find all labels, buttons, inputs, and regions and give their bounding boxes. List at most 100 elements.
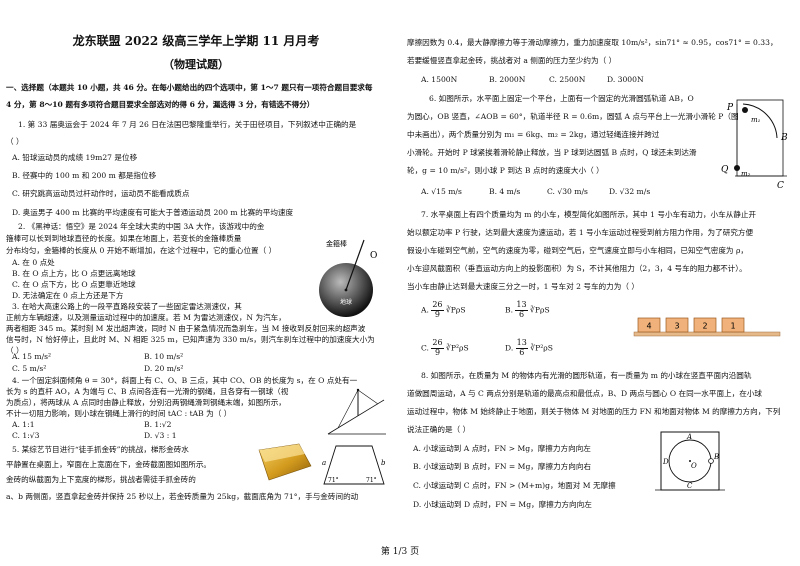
q8-option-d: D. 小球运动到 D 点时，FN = Mg，摩擦力方向向左: [413, 500, 592, 509]
q4-line-3: 为质点），将两球从 A 点同时由静止释放，分别沿两钢绳滑到钢绳末端，如图所示，: [6, 398, 286, 407]
q2-figure: 金箍棒 O 地球: [319, 239, 377, 317]
q5-cont-line-2: 若要缓慢竖直拿起金砖，挑战者对 a 侧面的压力至少约为（ ）: [407, 56, 617, 65]
car-4: [637, 317, 661, 333]
q8-fig-o: O: [691, 462, 697, 470]
q6-option-c: C. √30 m/s: [547, 187, 588, 196]
q4-figure: [327, 388, 386, 435]
q8-fig-a: A: [686, 433, 692, 441]
q5-option-b: B. 2000N: [489, 75, 526, 84]
page-subtitle: （物理试题）: [163, 58, 229, 71]
q3-line-3: 两者相距 345 m。某时刻 M 发出超声波，同时 N 由于紧急情况而急刹车，当…: [6, 324, 366, 333]
car-label-3: 3: [674, 322, 679, 331]
q5-line-3: 金砖的纵截面为上下宽度的梯形，挑战者需徒手抓金砖的: [6, 475, 196, 484]
q8-fig-c: C: [687, 482, 693, 490]
q2-option-c: C. 在 O 点下方，比 O 点更靠近地球: [12, 280, 136, 289]
q2-option-d: D. 无法确定在 0 点上方还是下方: [12, 291, 124, 300]
q8-fig-d: D: [662, 458, 669, 466]
q8-line-4: 说法正确的是（ ）: [407, 425, 471, 434]
q4-line-4: 不计一切阻力影响，则小球在钢绳上滑行的时间 tAC : tAB 为（ ）: [6, 409, 232, 418]
q5-option-d: D. 3000N: [607, 75, 644, 84]
q5-fig-angle-left: 71°: [328, 477, 339, 484]
q6-line-2: 为圆心，OB 竖直，∠AOB = 60°，轨道半径 R = 0.6m，圆弧 A …: [407, 112, 739, 121]
q6-fig-m2: m₂: [741, 170, 751, 178]
incline-line: [327, 399, 385, 435]
car-1: [721, 317, 745, 333]
trapezoid-figure: a b 71° 71°: [322, 445, 386, 485]
trapezoid-shape: [323, 445, 385, 485]
q6-fig-c: C: [777, 181, 784, 191]
ball-p: [742, 107, 748, 113]
arc-track: [742, 103, 778, 139]
q6-option-a: A. √15 m/s: [421, 187, 462, 196]
q5-cont-line-1: 摩擦因数为 0.4，最大静摩擦力等于滑动摩擦力，重力加速度取 10m/s²，si…: [407, 38, 778, 47]
q7-line-3: 假设小车碰到空气前，空气的速度为零，碰到空气后，空气速度立即与小车相同，已知空气…: [407, 246, 748, 255]
q5-fig-a: a: [322, 459, 326, 467]
q8-figure: A B C D O: [655, 431, 725, 491]
q7-line-2: 始以额定功率 P 行驶，达到最大速度为速运动，若 1 号小车运动过程受到前方阻力…: [407, 228, 754, 237]
page-title: 龙东联盟 2022 级高三学年上学期 11 月月考: [72, 34, 320, 48]
ball-q: [734, 165, 740, 171]
q8-line-2: 道做圆周运动，A 与 C 两点分别是轨道的最高点和最低点，B、D 两点与圆心 O…: [407, 389, 763, 398]
page-number: 第 1/3 页: [380, 547, 420, 557]
ball: [708, 458, 714, 464]
car-label-1: 1: [730, 322, 735, 331]
q5-fig-b: b: [381, 459, 386, 467]
q6-option-b: B. 4 m/s: [489, 187, 521, 196]
q8-option-a: A. 小球运动到 A 点时，FN > Mg，摩擦力方向向左: [413, 444, 591, 453]
q2-line-2: 箍棒可以长到到地球直径的长度。如果在地面上，若变长的金箍棒质量: [6, 234, 242, 243]
q2-fig-earth: 地球: [340, 298, 352, 306]
q6-figure: P m₁ B Q m₂ C: [721, 99, 788, 191]
q1-option-a: A. 铅球运动员的成绩 19m27 是位移: [12, 153, 138, 162]
q3-line-2: 正前方车辆超速，以及测量运动过程中的加速度。若 M 为雷达测速仪，N 为汽车，: [6, 313, 286, 322]
q6-line-3: 中未画出），两个质量分别为 m₁ = 6kg、m₂ = 2kg，通过轻绳连接并跨…: [407, 130, 660, 139]
q5-line-2: 平静置在桌面上，窄面在上宽面在下，金砖截面图如图所示。: [6, 460, 212, 469]
q1-option-c: C. 研究跳高运动员过杆动作时，运动员不能看成质点: [12, 189, 190, 198]
q6-fig-q: Q: [721, 165, 729, 175]
q2-line-3: 分布均匀，金箍棒的长度从 0 开始不断增加，在这个过程中，它的重心位置（ ）: [6, 246, 277, 255]
q5-line-4: a、b 两侧面，竖直拿起金砖并保持 25 秒以上，若金砖质量为 25kg，截面底…: [6, 492, 359, 501]
q6-fig-b: B: [780, 133, 788, 143]
section-heading: 一、选择题（本题共 10 小题，共 46 分。在每小题给出的四个选项中，第 1～…: [6, 83, 373, 92]
q4-line-2: 长为 s 的直杆 AO，A 为端与 C、B 点间各连有一光滑的钢绳，且各穿有一钢…: [6, 387, 289, 396]
q2-option-b: B. 在 O 点上方，比 O 点更远离地球: [12, 269, 136, 278]
q6-fig-m1: m₁: [751, 116, 761, 124]
q8-line-1: 8. 如图所示，在质量为 M 的物体内有光滑的圆形轨道，有一质量为 m 的小球在…: [421, 371, 752, 380]
q6-fig-p: P: [726, 103, 734, 113]
q6-line-1: 6. 如图所示，水平面上固定一个平台，上面有一个固定的光滑圆弧轨道 AB，O: [429, 94, 694, 103]
q3-option-a: A. 15 m/s²: [12, 352, 52, 361]
q8-fig-b: B: [713, 453, 719, 461]
q2-fig-o: O: [370, 251, 377, 261]
car-2: [693, 317, 717, 333]
q1-option-d: D. 奥运男子 400 m 比赛的平均速度有可能大于普通运动员 200 m 比赛…: [12, 208, 294, 217]
q4-option-b: B. 1:√2: [144, 420, 172, 429]
q7-line-1: 7. 水平桌面上有四个质量均为 m 的小车，模型简化如图所示，其中 1 号小车有…: [421, 210, 757, 219]
q6-line-4: 小滑轮。开始时 P 球紧挨着滑轮静止释放，当 P 球到达圆弧 B 点时，Q 球还…: [407, 148, 697, 157]
q4-option-a: A. 1:1: [12, 420, 35, 429]
section-heading-2: 4 分，第 8～10 题有多项符合题目要求全部选对的得 6 分，漏选得 3 分，…: [6, 100, 315, 109]
golden-rod-line: [345, 239, 365, 291]
q7-line-5: 当小车由静止达到最大速度三分之一时，1 号车对 2 号车的力为（ ）: [407, 282, 639, 291]
gold-brick-figure: [258, 443, 312, 481]
q3-line-5: （ ）: [6, 346, 24, 355]
q7-line-4: 小车迎风截面积（垂直运动方向上的投影面积）为 S，不计其他阻力（2，3，4 号车…: [407, 264, 747, 273]
q3-option-d: D. 20 m/s²: [144, 364, 184, 373]
q4-line-1: 4. 一个固定斜面倾角 θ = 30°，斜面上有 C、O、B 三点，其中 CO、…: [12, 376, 358, 385]
q8-option-b: B. 小球运动到 B 点时，FN = Mg，摩擦力方向向右: [413, 462, 592, 471]
q6-line-5: 轮，g = 10 m/s²，则小球 P 到达 B 点时的速度大小（ ）: [407, 166, 604, 175]
q3-line-4: 信号时，N 恰好停止，且此时 M、N 相距 325 m，已知声速为 330 m/…: [6, 335, 375, 344]
q4-option-c: C. 1:√3: [12, 431, 40, 440]
q8-option-c: C. 小球运动到 C 点时，FN > (M+m)g，地面对 M 无摩擦: [413, 481, 616, 490]
q5-option-a: A. 1500N: [421, 75, 458, 84]
q5-option-c: C. 2500N: [549, 75, 586, 84]
q1-stem: 1. 第 33 届奥运会于 2024 年 7 月 26 日在法国巴黎隆重举行，关…: [18, 120, 357, 129]
q5-line-1: 5. 某综艺节目进行“徒手抓金砖”的挑战，梯形金砖水: [12, 445, 189, 454]
q6-option-d: D. √32 m/s: [609, 187, 651, 196]
q2-line-1: 2. 《黑神话：悟空》是 2024 年全球大卖的中国 3A 大作，该游戏中的金: [18, 222, 265, 231]
q8-line-3: 运动过程中，物体 M 始终静止于地面，则关于物体 M 对地面的压力 FN 和地面…: [407, 407, 781, 416]
center-dot: [344, 288, 348, 292]
